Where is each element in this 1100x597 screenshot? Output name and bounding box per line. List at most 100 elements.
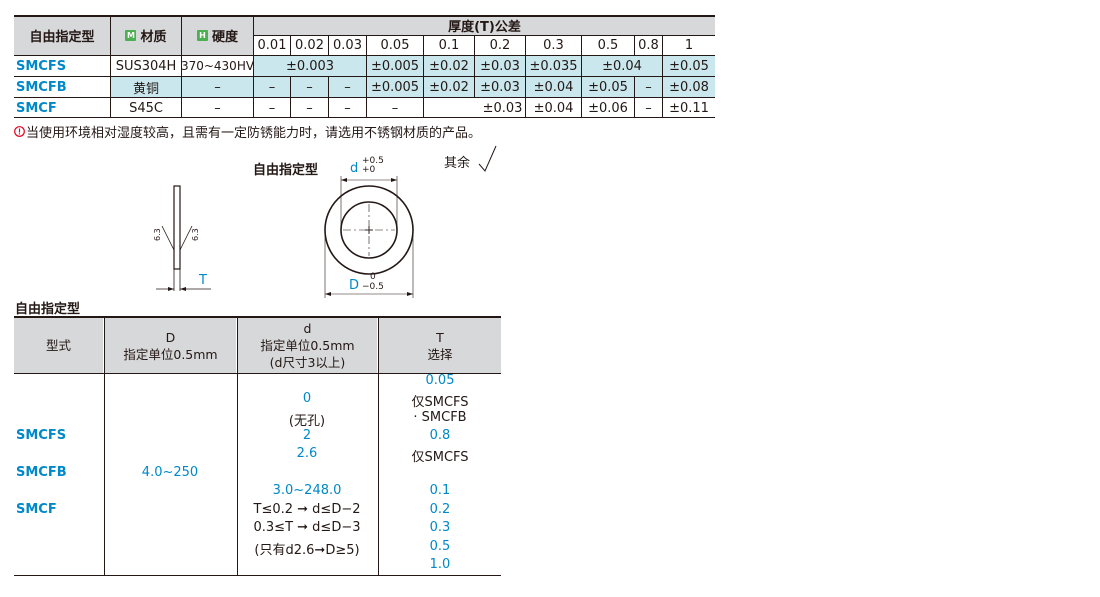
table-divider [254, 35, 715, 36]
table-divider [634, 35, 635, 56]
header-type: 自由指定型 [14, 15, 110, 55]
tolerance-cell: ±0.02 [424, 56, 474, 76]
tolerance-table: 自由指定型 M 材质 H 硬度 厚度(T)公差 0.01 0.02 0.03 0… [14, 15, 715, 118]
spec-header-d-label: d [303, 321, 312, 336]
spec-T-value: 1.0 [429, 557, 451, 572]
spec-header-T: T 选择 [379, 318, 501, 373]
hardness-cell: – [182, 98, 253, 118]
thickness-col: 0.2 [475, 36, 525, 54]
header-material-label: 材质 [140, 29, 167, 45]
thickness-col: 0.5 [582, 36, 634, 54]
thickness-col: 0.05 [367, 36, 423, 54]
table-divider [253, 15, 254, 118]
table-divider [378, 318, 379, 575]
arrow-icon [341, 178, 347, 182]
table-divider [181, 15, 182, 118]
tolerance-cell: ±0.03 [475, 77, 525, 97]
spec-header-type: 型式 [14, 318, 103, 373]
table-divider [525, 35, 526, 118]
tolerance-cell: – [329, 77, 366, 97]
arrow-icon [407, 292, 413, 296]
tolerance-cell: ±0.03 [475, 56, 525, 76]
table-divider [662, 35, 663, 118]
tolerance-cell: – [291, 98, 328, 118]
table-border [14, 15, 715, 17]
table-divider [581, 35, 582, 118]
thickness-col: 0.01 [254, 36, 290, 54]
D-label: D [349, 278, 360, 293]
table-divider [474, 35, 475, 98]
tolerance-cell: ±0.02 [424, 77, 474, 97]
spec-table-caption: 自由指定型 [15, 302, 81, 317]
spec-header-T-label: T [436, 329, 444, 345]
spec-T-note: · SMCFB [413, 410, 467, 425]
spec-d-value: 2.6 [296, 446, 318, 461]
table-divider [423, 35, 424, 118]
tolerance-cell: – [291, 77, 328, 97]
arrow-icon [168, 287, 174, 291]
thickness-col: 0.03 [329, 36, 366, 54]
table-divider [290, 76, 291, 118]
table-border [14, 117, 715, 118]
tolerance-cell: ±0.035 [526, 56, 581, 76]
model-smcfb: SMCFB [14, 77, 110, 97]
spec-T-note: 仅SMCFS [411, 395, 469, 410]
material-cell: 黄铜 [111, 77, 181, 97]
arrow-icon [180, 287, 186, 291]
thickness-col: 1 [663, 36, 715, 54]
tolerance-cell: ±0.005 [367, 56, 423, 76]
roughness-left-icon [161, 225, 175, 251]
spec-model-smcfs: SMCFS [16, 428, 67, 443]
spec-d-value: 2 [302, 428, 312, 443]
table-divider [14, 373, 501, 374]
spec-T-value: 0.2 [429, 502, 451, 517]
table-divider [14, 97, 715, 98]
thickness-col: 0.3 [526, 36, 581, 54]
spec-header-type-label: 型式 [45, 338, 71, 353]
tolerance-cell: – [635, 98, 662, 118]
roughness-right-label: 6.3 [191, 228, 200, 241]
drawing-title: 自由指定型 [253, 163, 319, 178]
d-tol-upper: +0.5 [362, 156, 384, 166]
spec-header-d-note: (d尺寸3以上) [269, 355, 346, 370]
header-thickness: 厚度(T)公差 [254, 15, 715, 35]
material-badge-icon: M [125, 29, 137, 41]
tolerance-cell: ±0.04 [526, 98, 581, 118]
table-divider [328, 76, 329, 118]
humidity-note: 当使用环境相对湿度较高，且需有一定防锈能力时，请选用不锈钢材质的产品。 [14, 122, 481, 141]
tolerance-cell: ±0.08 [663, 77, 715, 97]
arrow-icon [325, 292, 331, 296]
tolerance-cell: – [329, 98, 366, 118]
table-divider [634, 76, 635, 118]
tolerance-cell: ±0.04 [582, 56, 662, 76]
hardness-cell: 370~430HV [181, 56, 254, 76]
tolerance-cell: – [635, 77, 662, 97]
humidity-note-text: 当使用环境相对湿度较高，且需有一定防锈能力时，请选用不锈钢材质的产品。 [26, 126, 482, 141]
spec-D-range: 4.0~250 [141, 465, 199, 480]
tolerance-cell: ±0.003 [254, 56, 366, 76]
spec-T-note: 仅SMCFS [411, 450, 469, 465]
hardness-badge-icon: H [196, 29, 208, 41]
tolerance-cell: ±0.06 [582, 98, 634, 118]
spec-model-smcfb: SMCFB [16, 465, 67, 480]
table-divider [237, 318, 238, 575]
tolerance-cell: ±0.005 [367, 77, 423, 97]
spec-T-value: 0.8 [429, 428, 451, 443]
header-hardness: H 硬度 [182, 15, 253, 55]
table-divider [14, 55, 715, 56]
roughness-left-label: 6.3 [153, 228, 162, 241]
spec-d-rule: 0.3≤T ➞ d≤D−3 [253, 520, 361, 535]
spec-d-value: 0 [302, 391, 312, 406]
material-cell: S45C [111, 98, 181, 118]
washer-front-view [324, 185, 414, 275]
spec-T-value: 0.05 [425, 373, 455, 388]
spec-header-d: d 指定单位0.5mm (d尺寸3以上) [238, 318, 377, 373]
arrow-icon [391, 178, 397, 182]
spec-header-D-label: D [165, 329, 176, 345]
tolerance-cell: ±0.05 [663, 56, 715, 76]
table-divider [104, 318, 105, 575]
table-divider [328, 35, 329, 56]
D-tol-lower: −0.5 [362, 282, 384, 292]
d-label: d [350, 161, 359, 176]
